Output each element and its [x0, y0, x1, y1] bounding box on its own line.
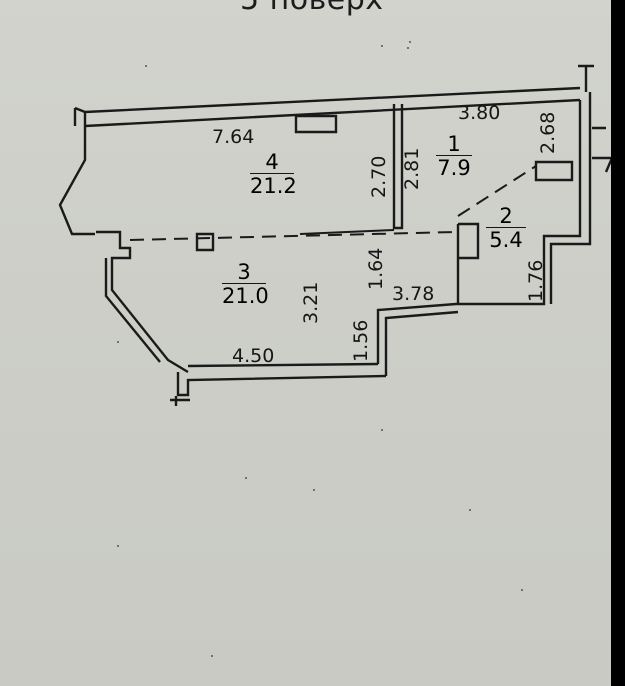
floor-title: 5 поверх: [240, 0, 384, 17]
dim-room4-height: 2.70: [368, 155, 390, 198]
room-4-label: 4 21.2: [250, 150, 297, 198]
vent-box: [294, 114, 338, 134]
dim-right-top: 2.68: [537, 111, 559, 154]
dashed-line-1-2: [457, 165, 537, 217]
room-2-number: 2: [499, 204, 513, 228]
room-1-number: 1: [447, 132, 461, 156]
left-wall-top: [58, 112, 95, 236]
dim-room1-height: 2.81: [401, 147, 423, 190]
dim-bottom-width: 4.50: [232, 345, 275, 367]
dashed-line-4-3: [129, 231, 456, 241]
room-3-area: 21.0: [222, 283, 269, 308]
room-2-label: 2 5.4: [486, 206, 526, 251]
room-4-number: 4: [265, 150, 279, 174]
room-1-label: 1 7.9: [436, 134, 472, 179]
bottom-step-wall: [376, 100, 582, 364]
floor-plan-sheet: 5 поверх: [0, 0, 611, 686]
shaft-box: [534, 160, 574, 182]
dim-top-right: 3.80: [458, 102, 501, 124]
room-1-area: 7.9: [436, 155, 472, 180]
top-wall: [84, 86, 581, 128]
room-3-label: 3 21.0: [222, 260, 269, 308]
dim-hall-width: 3.78: [392, 283, 435, 305]
dim-top-left: 7.64: [212, 126, 255, 148]
column-square: [195, 232, 215, 252]
left-bay: [96, 230, 189, 374]
room-2-area: 5.4: [486, 227, 526, 251]
bottom-wall: [176, 372, 387, 397]
room-4-area: 21.2: [250, 173, 297, 198]
dim-bottom-step: 1.56: [350, 319, 372, 362]
dim-room3-vertical: 3.21: [300, 281, 322, 324]
room-3-number: 3: [237, 260, 251, 284]
floor-plan-drawing: [58, 41, 611, 657]
partition-4-1: [392, 104, 404, 230]
dim-hall-vertical: 1.64: [365, 247, 387, 290]
dim-room2-vertical: 1.76: [525, 259, 547, 302]
